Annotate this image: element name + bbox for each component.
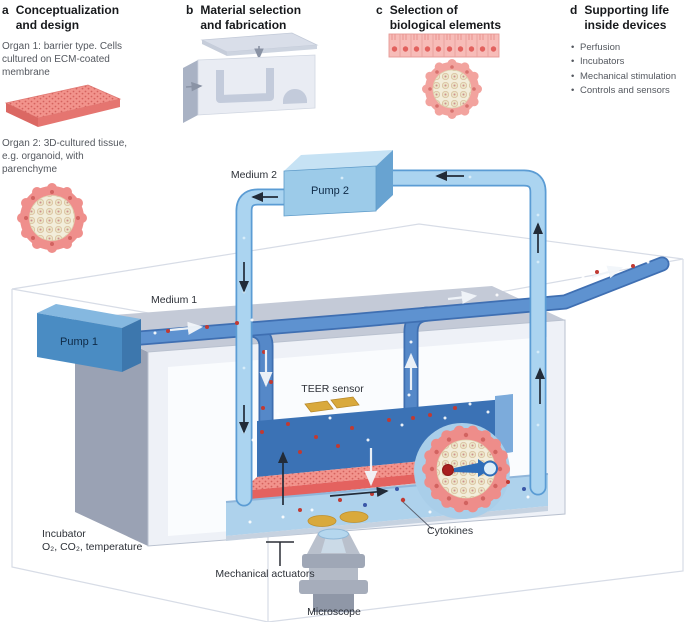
- label-incubator: Incubator O₂, CO₂, temperature: [42, 528, 192, 554]
- arrow-medium1-right: [169, 321, 204, 335]
- arrow-medium1-right-2: [447, 290, 478, 305]
- panel-d-title: d Supporting life inside devices: [570, 3, 685, 32]
- cytokine-dots: [153, 175, 650, 524]
- panel-a-title-text: Conceptualization and design: [15, 3, 120, 32]
- panel-c-epithelium-illustration: [388, 33, 500, 58]
- panel-b-title-text: Material selection and fabrication: [200, 3, 302, 32]
- panel-d-bullet-list: Perfusion Incubators Mechanical stimulat…: [571, 41, 685, 98]
- diffusion-arrow-icon: [454, 459, 492, 477]
- panel-a-title: a Conceptualization and design: [2, 3, 142, 32]
- label-microscope: Microscope: [307, 606, 361, 618]
- bullet-incubators: Incubators: [571, 55, 685, 70]
- organ1-caption: Organ 1: barrier type. Cells cultured on…: [2, 41, 123, 78]
- panel-c-title: c Selection of biological elements: [376, 3, 518, 32]
- teer-electrodes: [304, 396, 360, 413]
- label-pump-1: Pump 1: [60, 336, 98, 348]
- microscope-objective: [299, 528, 368, 612]
- arrow-channel-right: [329, 486, 389, 497]
- bullet-controls-sensors: Controls and sensors: [571, 84, 685, 99]
- target-molecule-dot: [482, 460, 498, 477]
- compartment-right-wall: [495, 394, 513, 455]
- insert-right-arrow: [185, 81, 203, 92]
- cytokines-leader: [401, 500, 433, 530]
- panel-a-membrane-illustration: [4, 84, 122, 127]
- pump1-box: [37, 304, 141, 372]
- flow-arrows: [169, 170, 624, 505]
- organ2-caption: Organ 2: 3D-cultured tissue, e.g. organo…: [2, 138, 128, 175]
- panel-a-letter: a: [2, 3, 9, 17]
- label-medium-2: Medium 2: [230, 169, 277, 181]
- mechanical-actuator-discs: [307, 511, 369, 527]
- panel-b-chip-illustration: [183, 32, 319, 123]
- panel-b-title: b Material selection and fabrication: [186, 3, 326, 32]
- panel-c-letter: c: [376, 3, 383, 17]
- label-cytokines: Cytokines: [427, 525, 474, 537]
- label-mechanical-actuators: Mechanical actuators: [215, 568, 315, 580]
- pump2-box: [283, 150, 393, 217]
- bullet-mechanical-stimulation: Mechanical stimulation: [571, 70, 685, 85]
- panel-d-title-text: Supporting life inside devices: [584, 3, 669, 32]
- panel-b-letter: b: [186, 3, 194, 17]
- arrow-medium1-exit: [591, 265, 624, 279]
- incubator-title: Incubator: [42, 528, 86, 540]
- label-teer-sensor: TEER sensor: [301, 383, 364, 395]
- panel-c-organoid-illustration: [422, 59, 482, 119]
- panel-a-organoid-illustration: [17, 183, 87, 253]
- label-medium-1: Medium 1: [151, 294, 198, 306]
- label-pump-2: Pump 2: [311, 185, 349, 197]
- actuators-leader: [266, 541, 294, 566]
- panel-d-letter: d: [570, 3, 578, 17]
- incubator-conditions: O₂, CO₂, temperature: [42, 541, 143, 554]
- panel-c-title-text: Selection of biological elements: [389, 3, 502, 32]
- drug-dot: [442, 464, 454, 476]
- organoid-organ2: [414, 423, 510, 519]
- leader-lines: [266, 500, 433, 566]
- bullet-perfusion: Perfusion: [571, 41, 685, 56]
